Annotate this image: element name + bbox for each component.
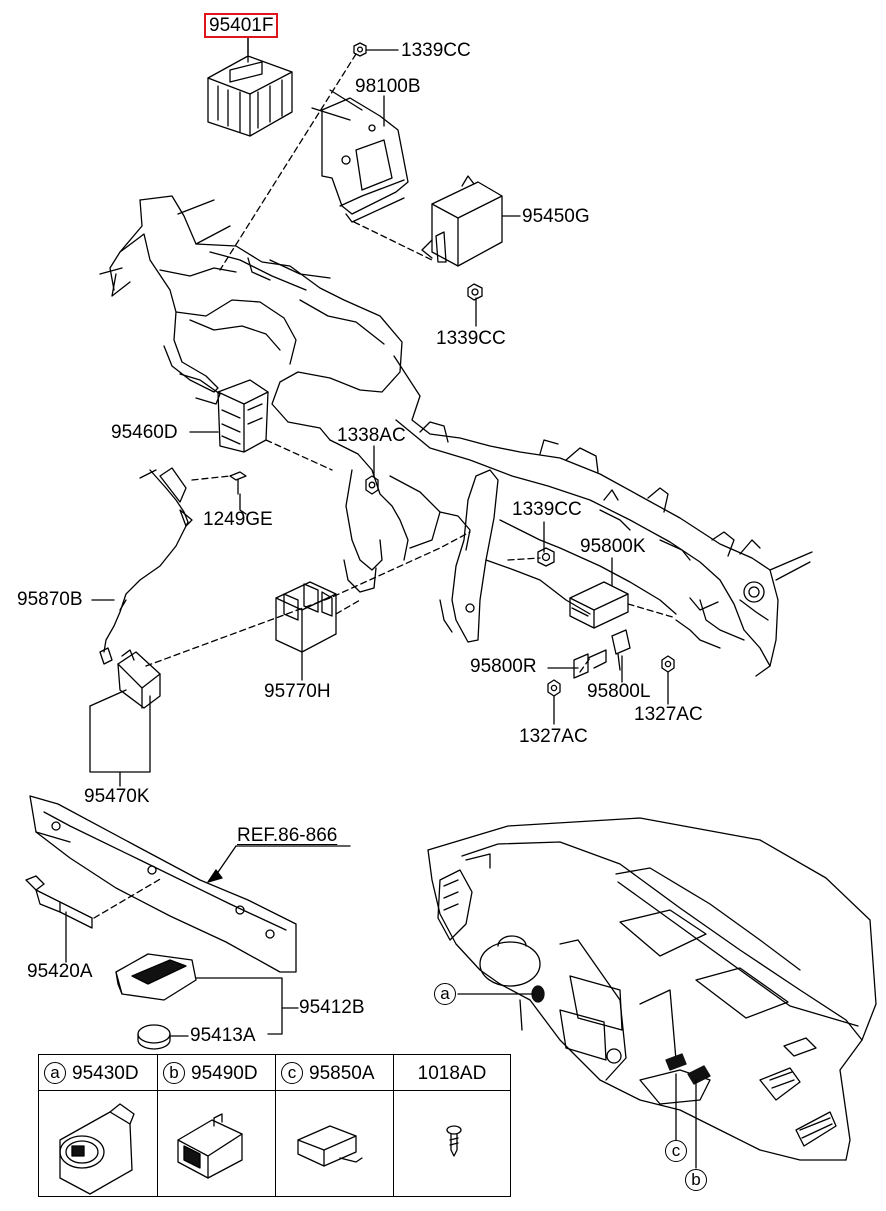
legend-letter-circle: a [44,1062,66,1084]
legend-cell-c[interactable]: c 95850A [276,1055,394,1196]
module-95460d-drawing [217,379,269,453]
legend-cell-a[interactable]: a 95430D [39,1055,158,1196]
module-95800k-drawing [569,581,629,629]
legend-part-code: 1018AD [417,1063,487,1084]
part-label-95470k[interactable]: 95470K [84,786,150,807]
screw-picture [394,1091,510,1196]
part-label-95413a[interactable]: 95413A [190,1025,256,1046]
legend-letter-circle: c [281,1062,303,1084]
reference-label[interactable]: REF.86-866 [237,825,338,846]
battery-95413a-drawing [137,1024,189,1050]
part-label-95800r[interactable]: 95800R [470,656,537,677]
legend-screw-drawing [446,1125,462,1157]
part-label-98100b[interactable]: 98100B [355,76,421,97]
part-label-95450g[interactable]: 95450G [522,206,590,227]
bolt-1249ge-drawing [229,471,247,495]
callout-c[interactable]: c [665,1140,687,1162]
part-label-95770h[interactable]: 95770H [264,681,331,702]
legend-header: 1018AD [394,1055,510,1091]
legend-header: a 95430D [39,1055,157,1091]
relay-box-95770h-drawing [275,581,337,653]
legend-letter-circle: b [163,1062,185,1084]
leader-lines [91,36,669,787]
bracket-95800r-95800l-drawing [573,629,631,679]
cowl-crossbar-drawing [99,195,813,677]
part-label-95800l[interactable]: 95800L [587,681,651,702]
part-label-95460d[interactable]: 95460D [111,422,178,443]
part-label-1339cc-mid[interactable]: 1339CC [436,328,506,349]
start-button-picture [39,1091,157,1196]
legend-table: a 95430D b 95490D c 95850A 1018AD [38,1054,511,1197]
part-label-95800k[interactable]: 95800K [580,536,646,557]
legend-header: c 95850A [276,1055,393,1091]
part-label-1327ac-right[interactable]: 1327AC [634,704,703,725]
legend-sensor-drawing [297,1125,363,1167]
legend-part-code: 95490D [191,1063,258,1084]
crash-pad-bracket-drawing [29,795,351,973]
legend-start-button-drawing [59,1103,135,1195]
part-label-1339cc-right[interactable]: 1339CC [512,499,582,520]
part-label-95412b[interactable]: 95412B [299,997,365,1018]
legend-header: b 95490D [158,1055,275,1091]
sensor-picture [276,1091,393,1196]
antenna-cable-95870b-drawing [99,467,193,665]
part-label-95401f[interactable]: 95401F [204,13,279,38]
module-95470k-drawing [89,649,161,773]
legend-cell-b[interactable]: b 95490D [158,1055,276,1196]
dashed-connection-lines [93,53,677,919]
part-label-1339cc-top[interactable]: 1339CC [401,40,471,61]
legend-switch-drawing [177,1113,243,1179]
dashboard-callout-leaders [457,993,697,1169]
sensor-95420a-drawing [25,875,93,963]
bracket-98100b-drawing [311,89,409,223]
ecu-module-95401f-drawing [207,36,293,137]
part-label-1327ac-left[interactable]: 1327AC [519,726,588,747]
legend-part-code: 95430D [72,1063,139,1084]
dashboard-illustration-drawing [427,817,877,1161]
legend-cell-screw[interactable]: 1018AD [394,1055,510,1196]
smart-key-95412b-drawing [115,953,299,1035]
part-label-1249ge[interactable]: 1249GE [203,509,273,530]
callout-b[interactable]: b [685,1169,707,1191]
part-label-95870b[interactable]: 95870B [17,589,83,610]
part-label-95420a[interactable]: 95420A [27,961,93,982]
legend-part-code: 95850A [309,1063,375,1084]
module-95450g-drawing [421,175,503,267]
part-label-1338ac[interactable]: 1338AC [337,425,406,446]
switch-picture [158,1091,275,1196]
callout-a[interactable]: a [434,983,456,1005]
nut-drawings [353,42,675,697]
